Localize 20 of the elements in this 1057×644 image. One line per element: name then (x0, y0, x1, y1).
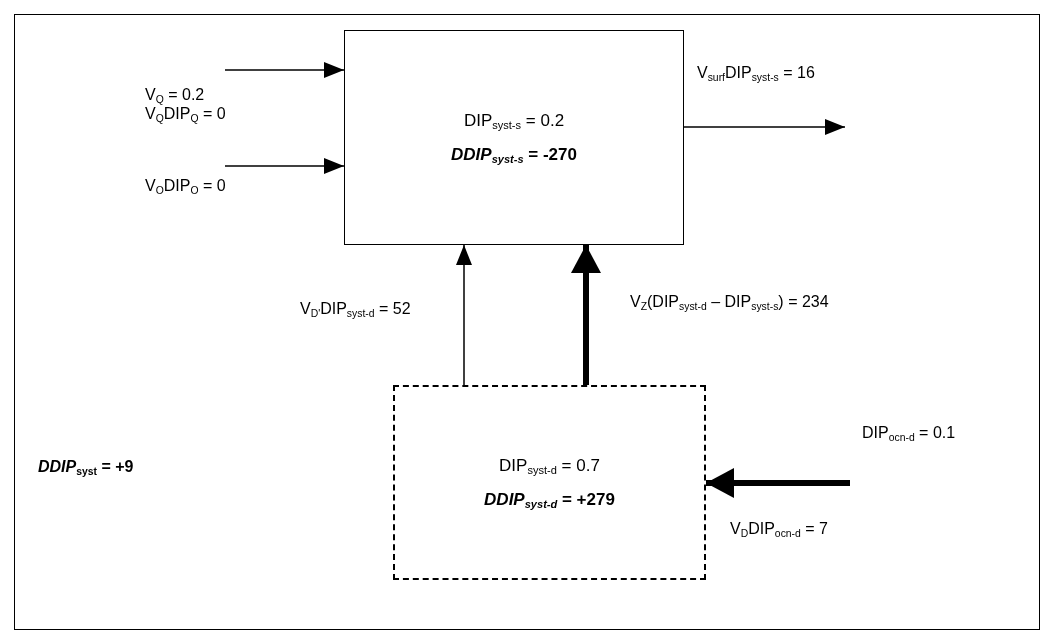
flux-label: V$_{O}$DIP$_{O}$ = 0 (145, 177, 226, 196)
change-value: DDIP$_{syst-s}$ = -270 (451, 144, 577, 165)
arrow (571, 245, 601, 385)
arrow (224, 62, 345, 78)
flux-label: DIP$_{ocn-d}$ = 0.1 (862, 424, 956, 443)
flux-label: V$_{Q}$ = 0.2 (145, 86, 205, 105)
flux-label: DDIP$_{syst}$ = +9 (38, 458, 134, 477)
flux-label: V$_{D'}$DIP$_{syst-d}$ = 52 (300, 300, 411, 319)
change-value: DDIP$_{syst-d}$ = +279 (484, 489, 615, 510)
flux-label: V$_{Q}$DIP$_{Q}$ = 0 (145, 105, 226, 124)
arrow (224, 158, 345, 174)
surface-box (344, 30, 684, 245)
arrow (683, 119, 846, 135)
concentration-value: DIP$_{syst-s}$ = 0.2 (463, 110, 565, 131)
arrow (706, 468, 850, 498)
deep-box (393, 385, 706, 580)
flux-label: V$_{Z}$(DIP$_{syst-d}$ – DIP$_{syst-s}$) = 234 (630, 293, 829, 312)
arrow (456, 244, 472, 386)
concentration-value: DIP$_{syst-d}$ = 0.7 (499, 455, 600, 476)
flux-label: V$_{D}$DIP$_{ocn-d}$ = 7 (730, 520, 828, 539)
